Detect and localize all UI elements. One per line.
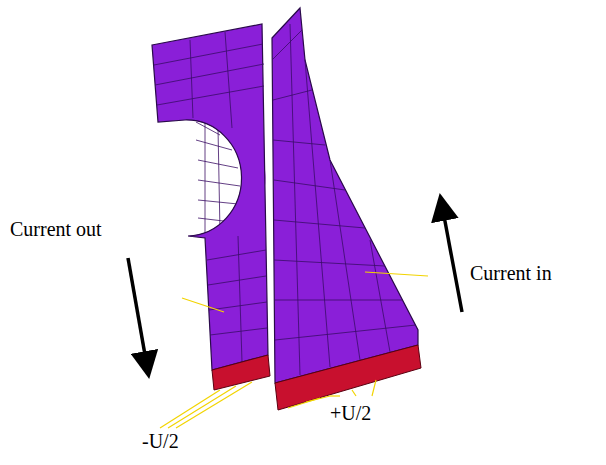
current-arrow [441,200,462,312]
mesh-lines [154,24,416,375]
leader-lines [160,272,428,428]
electrode-left [212,355,270,390]
label-text: +U/2 [330,402,371,424]
left-half [152,24,268,370]
label-text: Current out [10,218,102,240]
right-half [272,8,418,383]
label-text: -U/2 [142,430,179,452]
current-arrow [128,258,148,372]
electrode-right [275,345,421,410]
label-text: Current in [470,262,552,284]
